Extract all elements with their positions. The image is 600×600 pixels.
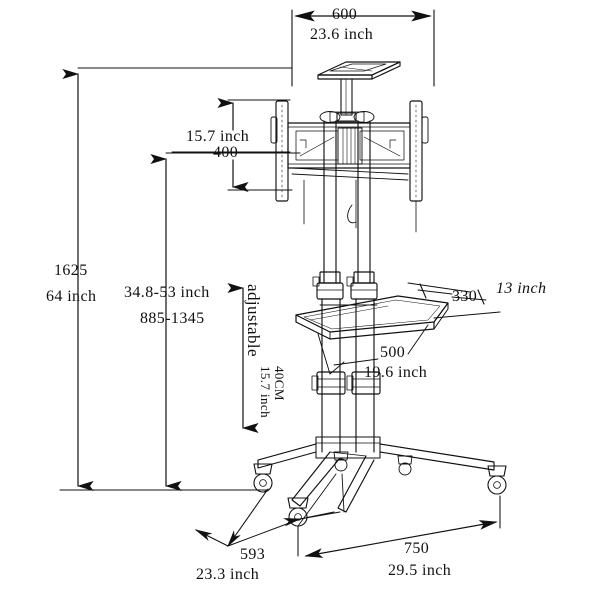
label-vesa-inch: 15.7 inch (186, 128, 250, 145)
label-shelf-depth-inch: 13 inch (496, 280, 547, 297)
base-width-leader (297, 473, 345, 527)
label-shelf-width-mm: 500 (380, 344, 406, 361)
label-adjustable: adjustable (244, 284, 263, 357)
safety-strings (303, 179, 417, 233)
label-base-depth-mm: 593 (240, 546, 266, 563)
label-travel-cm: 40CM (272, 366, 287, 401)
dim-overall-height (62, 67, 293, 492)
top-camera-shelf (317, 61, 401, 80)
label-base-width-inch: 29.5 inch (388, 562, 452, 579)
base-legs (257, 443, 495, 513)
dim-base-width (297, 495, 501, 558)
dim-vesa-400 (171, 97, 293, 193)
tv-mount-bracket (270, 100, 429, 202)
label-vesa-mm: 400 (213, 144, 239, 161)
label-adjustable-range-mm: 885-1345 (140, 310, 205, 327)
camera-shelf-post (336, 78, 357, 122)
label-overall-height-inch: 64 inch (46, 288, 97, 305)
label-shelf-width-inch: 19.6 inch (364, 364, 428, 381)
label-adjustable-range-inch: 34.8-53 inch (124, 284, 210, 301)
dim-adjustable-height (150, 152, 301, 492)
middle-shelf (295, 295, 449, 340)
label-base-depth-inch: 23.3 inch (196, 566, 260, 583)
label-travel-inch: 15.7 inch (258, 366, 273, 418)
label-top-width-mm: 600 (332, 6, 358, 23)
dim-base-depth-leaders (227, 488, 341, 548)
label-base-width-mm: 750 (404, 540, 430, 557)
dim-shelf-width (317, 324, 429, 375)
label-shelf-depth-mm: 330 (452, 288, 478, 305)
dim-top-width (291, 9, 435, 87)
dim-base-depth-arrows (194, 511, 335, 547)
label-overall-height-mm: 1625 (54, 262, 88, 279)
casters (253, 451, 507, 527)
label-top-width-inch: 23.6 inch (310, 26, 374, 43)
telescoping-columns (311, 120, 381, 459)
dim-shelf-depth (407, 282, 501, 319)
